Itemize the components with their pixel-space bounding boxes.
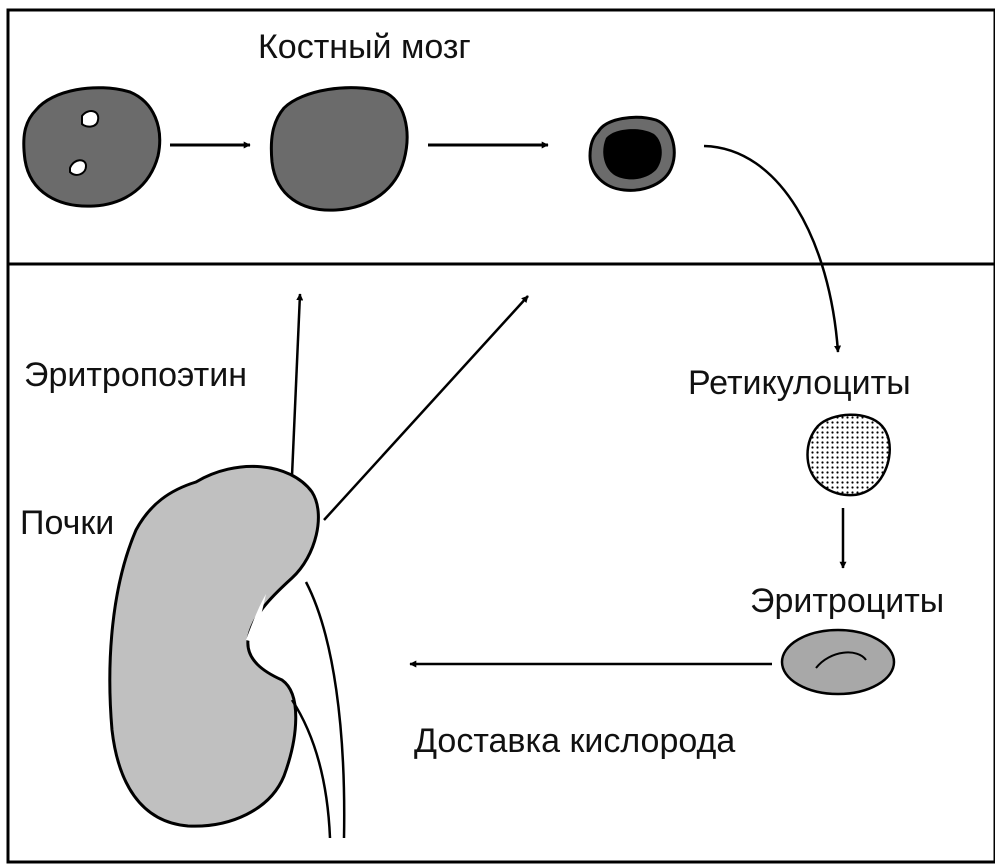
erythrocyte-body <box>782 630 894 694</box>
erythrocytes-label: Эритроциты <box>750 582 944 620</box>
arrow-epo-diagonal <box>324 296 528 520</box>
kidneys-label: Почки <box>20 504 114 542</box>
reticulocytes-label: Ретикулоциты <box>688 364 911 402</box>
oxygen-delivery-label: Доставка кислорода <box>414 722 735 760</box>
ureter-outer <box>306 582 344 838</box>
kidney <box>110 466 319 826</box>
reticulocyte-cell <box>808 415 890 495</box>
stem-cell-body <box>24 88 160 206</box>
vacuole-upper <box>82 111 98 127</box>
precursor-cell <box>271 88 407 211</box>
ureter-inner <box>292 700 330 838</box>
vacuole-lower <box>70 160 86 175</box>
stem-cell-with-vacuoles <box>24 88 160 206</box>
erythropoietin-label: Эритропоэтин <box>24 356 247 394</box>
erythrocyte-cell <box>782 630 894 694</box>
bone-marrow-label: Костный мозг <box>258 28 471 66</box>
arrow-to-reticulocytes <box>704 146 838 352</box>
normoblast-nucleus <box>603 129 662 179</box>
arrow-epo-up <box>292 294 300 476</box>
kidney-body <box>110 466 319 826</box>
normoblast-cell <box>590 117 674 190</box>
